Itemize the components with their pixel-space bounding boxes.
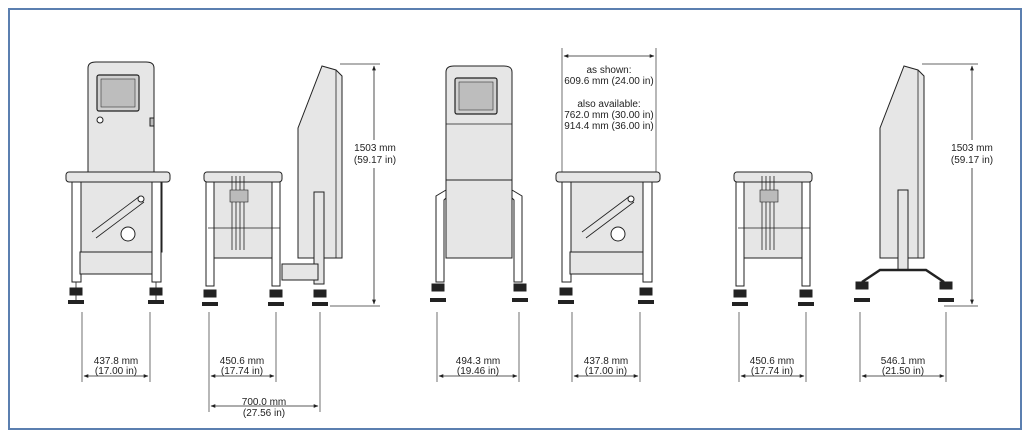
height-right-mm: 1503 mm bbox=[951, 143, 993, 154]
conveyor-width-dimension: as shown: 609.6 mm (24.00 in) also avail… bbox=[561, 48, 657, 172]
height-left-in: (59.17 in) bbox=[354, 155, 396, 166]
d7-in: (21.50 in) bbox=[882, 366, 924, 377]
d4-mm: 494.3 mm bbox=[456, 356, 500, 367]
width-shown-value: 609.6 mm (24.00 in) bbox=[564, 76, 654, 87]
d5-mm: 437.8 mm bbox=[584, 356, 628, 367]
dimension-494-3: 494.3 mm (19.46 in) bbox=[436, 312, 520, 382]
front-view-tall bbox=[65, 61, 171, 304]
dimension-700-0: 700.0 mm (27.56 in) bbox=[210, 312, 321, 419]
side-view-tall bbox=[202, 65, 343, 306]
d6-mm: 450.6 mm bbox=[750, 356, 794, 367]
dimension-437-8-right: 437.8 mm (17.00 in) bbox=[571, 312, 641, 382]
d1-mm: 437.8 mm bbox=[94, 356, 138, 367]
d7-mm: 546.1 mm bbox=[881, 356, 925, 367]
d2-mm: 450.6 mm bbox=[220, 356, 264, 367]
height-right-in: (59.17 in) bbox=[951, 155, 993, 166]
height-dimension-right: 1503 mm (59.17 in) bbox=[922, 63, 1000, 307]
width-available-2: 914.4 mm (36.00 in) bbox=[564, 121, 654, 132]
dimension-450-6-left: 450.6 mm (17.74 in) bbox=[208, 312, 277, 412]
height-left-mm: 1503 mm bbox=[354, 143, 396, 154]
d2-in: (17.74 in) bbox=[221, 366, 263, 377]
dimension-546-1: 546.1 mm (21.50 in) bbox=[859, 312, 947, 382]
panel-stand-side-view bbox=[854, 65, 954, 302]
conveyor-side-view bbox=[732, 171, 814, 306]
dimension-437-8-left: 437.8 mm (17.00 in) bbox=[81, 312, 151, 382]
d6-in: (17.74 in) bbox=[751, 366, 793, 377]
dimension-450-6-right: 450.6 mm (17.74 in) bbox=[738, 312, 807, 382]
d3-in: (27.56 in) bbox=[243, 408, 285, 419]
d5-in: (17.00 in) bbox=[585, 366, 627, 377]
width-shown-label: as shown: bbox=[586, 65, 631, 76]
height-dimension-left: 1503 mm (59.17 in) bbox=[330, 63, 403, 307]
front-view-stand bbox=[430, 65, 528, 302]
d4-in: (19.46 in) bbox=[457, 366, 499, 377]
width-available-label: also available: bbox=[577, 99, 640, 110]
d3-mm: 700.0 mm bbox=[242, 397, 286, 408]
conveyor-front-view bbox=[555, 171, 661, 304]
d1-in: (17.00 in) bbox=[95, 366, 137, 377]
width-available-1: 762.0 mm (30.00 in) bbox=[564, 110, 654, 121]
